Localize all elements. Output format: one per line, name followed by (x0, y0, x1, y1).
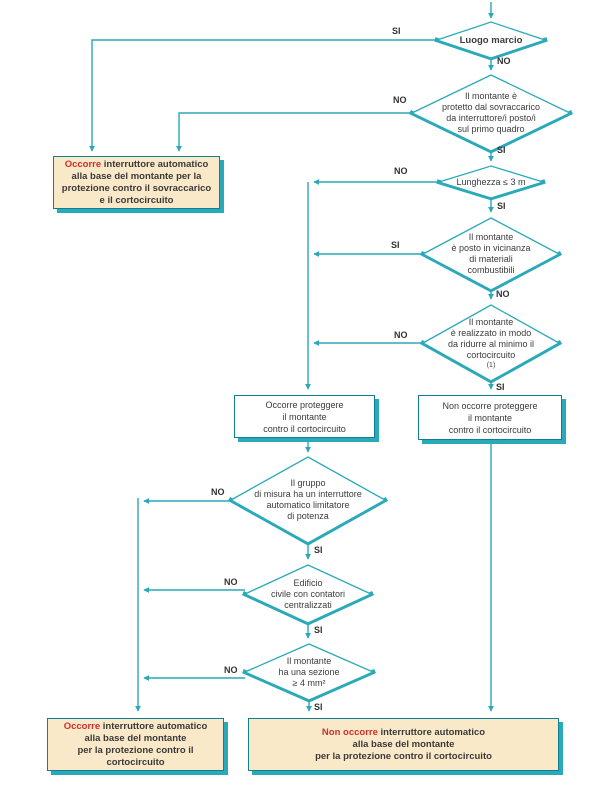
branch-label-no: NO (393, 95, 407, 105)
highlight-text: Occorre (64, 158, 102, 170)
decision-label: Il montante è realizzato in modo da ridu… (447, 316, 535, 360)
decision-label: Lunghezza ≤ 3 m (456, 176, 526, 187)
decision-lunghezza: Lunghezza ≤ 3 m (439, 167, 543, 197)
branch-label-si: SI (392, 26, 401, 36)
result-box-non-occorre-cortocircuito: Non occorre interruttore automatico alla… (248, 718, 559, 771)
decision-label: Il montante è protetto dal sovraccarico … (441, 91, 541, 134)
highlight-text: Occorre (63, 720, 101, 732)
branch-label-si: SI (314, 702, 323, 712)
decision-label: Il montante ha una sezione ≥ 4 mm² (278, 655, 340, 688)
decision-label: Il gruppo di misura ha un interruttore a… (254, 478, 362, 521)
branch-label-no: NO (497, 56, 511, 66)
body-text: interruttore automatico alla base del mo… (61, 158, 212, 206)
body-text: interruttore automatico alla base del mo… (315, 726, 492, 762)
branch-label-si: SI (497, 145, 506, 155)
connector-lines (89, 2, 494, 712)
body-text: interruttore automatico alla base del mo… (77, 720, 208, 768)
decision-luogo-marcio: Luogo marcio (437, 24, 545, 56)
result-box-text: Occorre proteggere il montante contro il… (263, 399, 346, 434)
decision-label: Il montante è posto in vicinanza di mate… (451, 232, 531, 275)
decision-gruppo-misura: Il gruppo di misura ha un interruttore a… (231, 459, 385, 541)
result-box-text: Non occorre interruttore automatico alla… (315, 727, 492, 763)
decision-sezione: Il montante ha una sezione ≥ 4 mm² (245, 646, 373, 698)
branch-label-si: SI (391, 240, 400, 250)
result-box-occorre-cortocircuito: Occorre interruttore automatico alla bas… (47, 718, 224, 771)
branch-label-si: SI (496, 382, 505, 392)
decision-edificio-civile: Edificio civile con contatori centralizz… (245, 567, 371, 621)
decision-label: Edificio civile con contatori centralizz… (270, 577, 346, 610)
branch-label-no: NO (394, 330, 408, 340)
branch-label-no: NO (211, 487, 225, 497)
result-box-text: Non occorre proteggere il montante contr… (442, 400, 538, 435)
result-box-text: Occorre interruttore automatico alla bas… (48, 721, 223, 769)
branch-label-no: NO (496, 289, 510, 299)
decision-diamond-shapes (227, 21, 574, 703)
footnote-marker: (1) (486, 361, 496, 369)
branch-label-no: NO (394, 166, 408, 176)
branch-label-si: SI (314, 625, 323, 635)
decision-vicinanza-combustibili: Il montante è posto in vicinanza di mate… (423, 220, 559, 288)
decision-protetto-sovraccarico: Il montante è protetto dal sovraccarico … (413, 77, 569, 149)
branch-label-no: NO (224, 665, 238, 675)
result-box-occorre-sovraccarico-cortocircuito: Occorre interruttore automatico alla bas… (53, 156, 220, 209)
decision-label: Luogo marcio (459, 34, 523, 46)
branch-label-si: SI (497, 201, 506, 211)
branch-label-si: SI (314, 545, 323, 555)
result-box-non-occorre-proteggere: Non occorre proteggere il montante contr… (418, 395, 562, 440)
highlight-text: Non occorre (321, 726, 378, 738)
result-box-text: Occorre interruttore automatico alla bas… (62, 159, 211, 207)
result-box-occorre-proteggere: Occorre proteggere il montante contro il… (234, 395, 375, 438)
branch-label-no: NO (224, 577, 238, 587)
decision-ridurre-cortocircuito: Il montante è realizzato in modo da ridu… (423, 306, 559, 380)
